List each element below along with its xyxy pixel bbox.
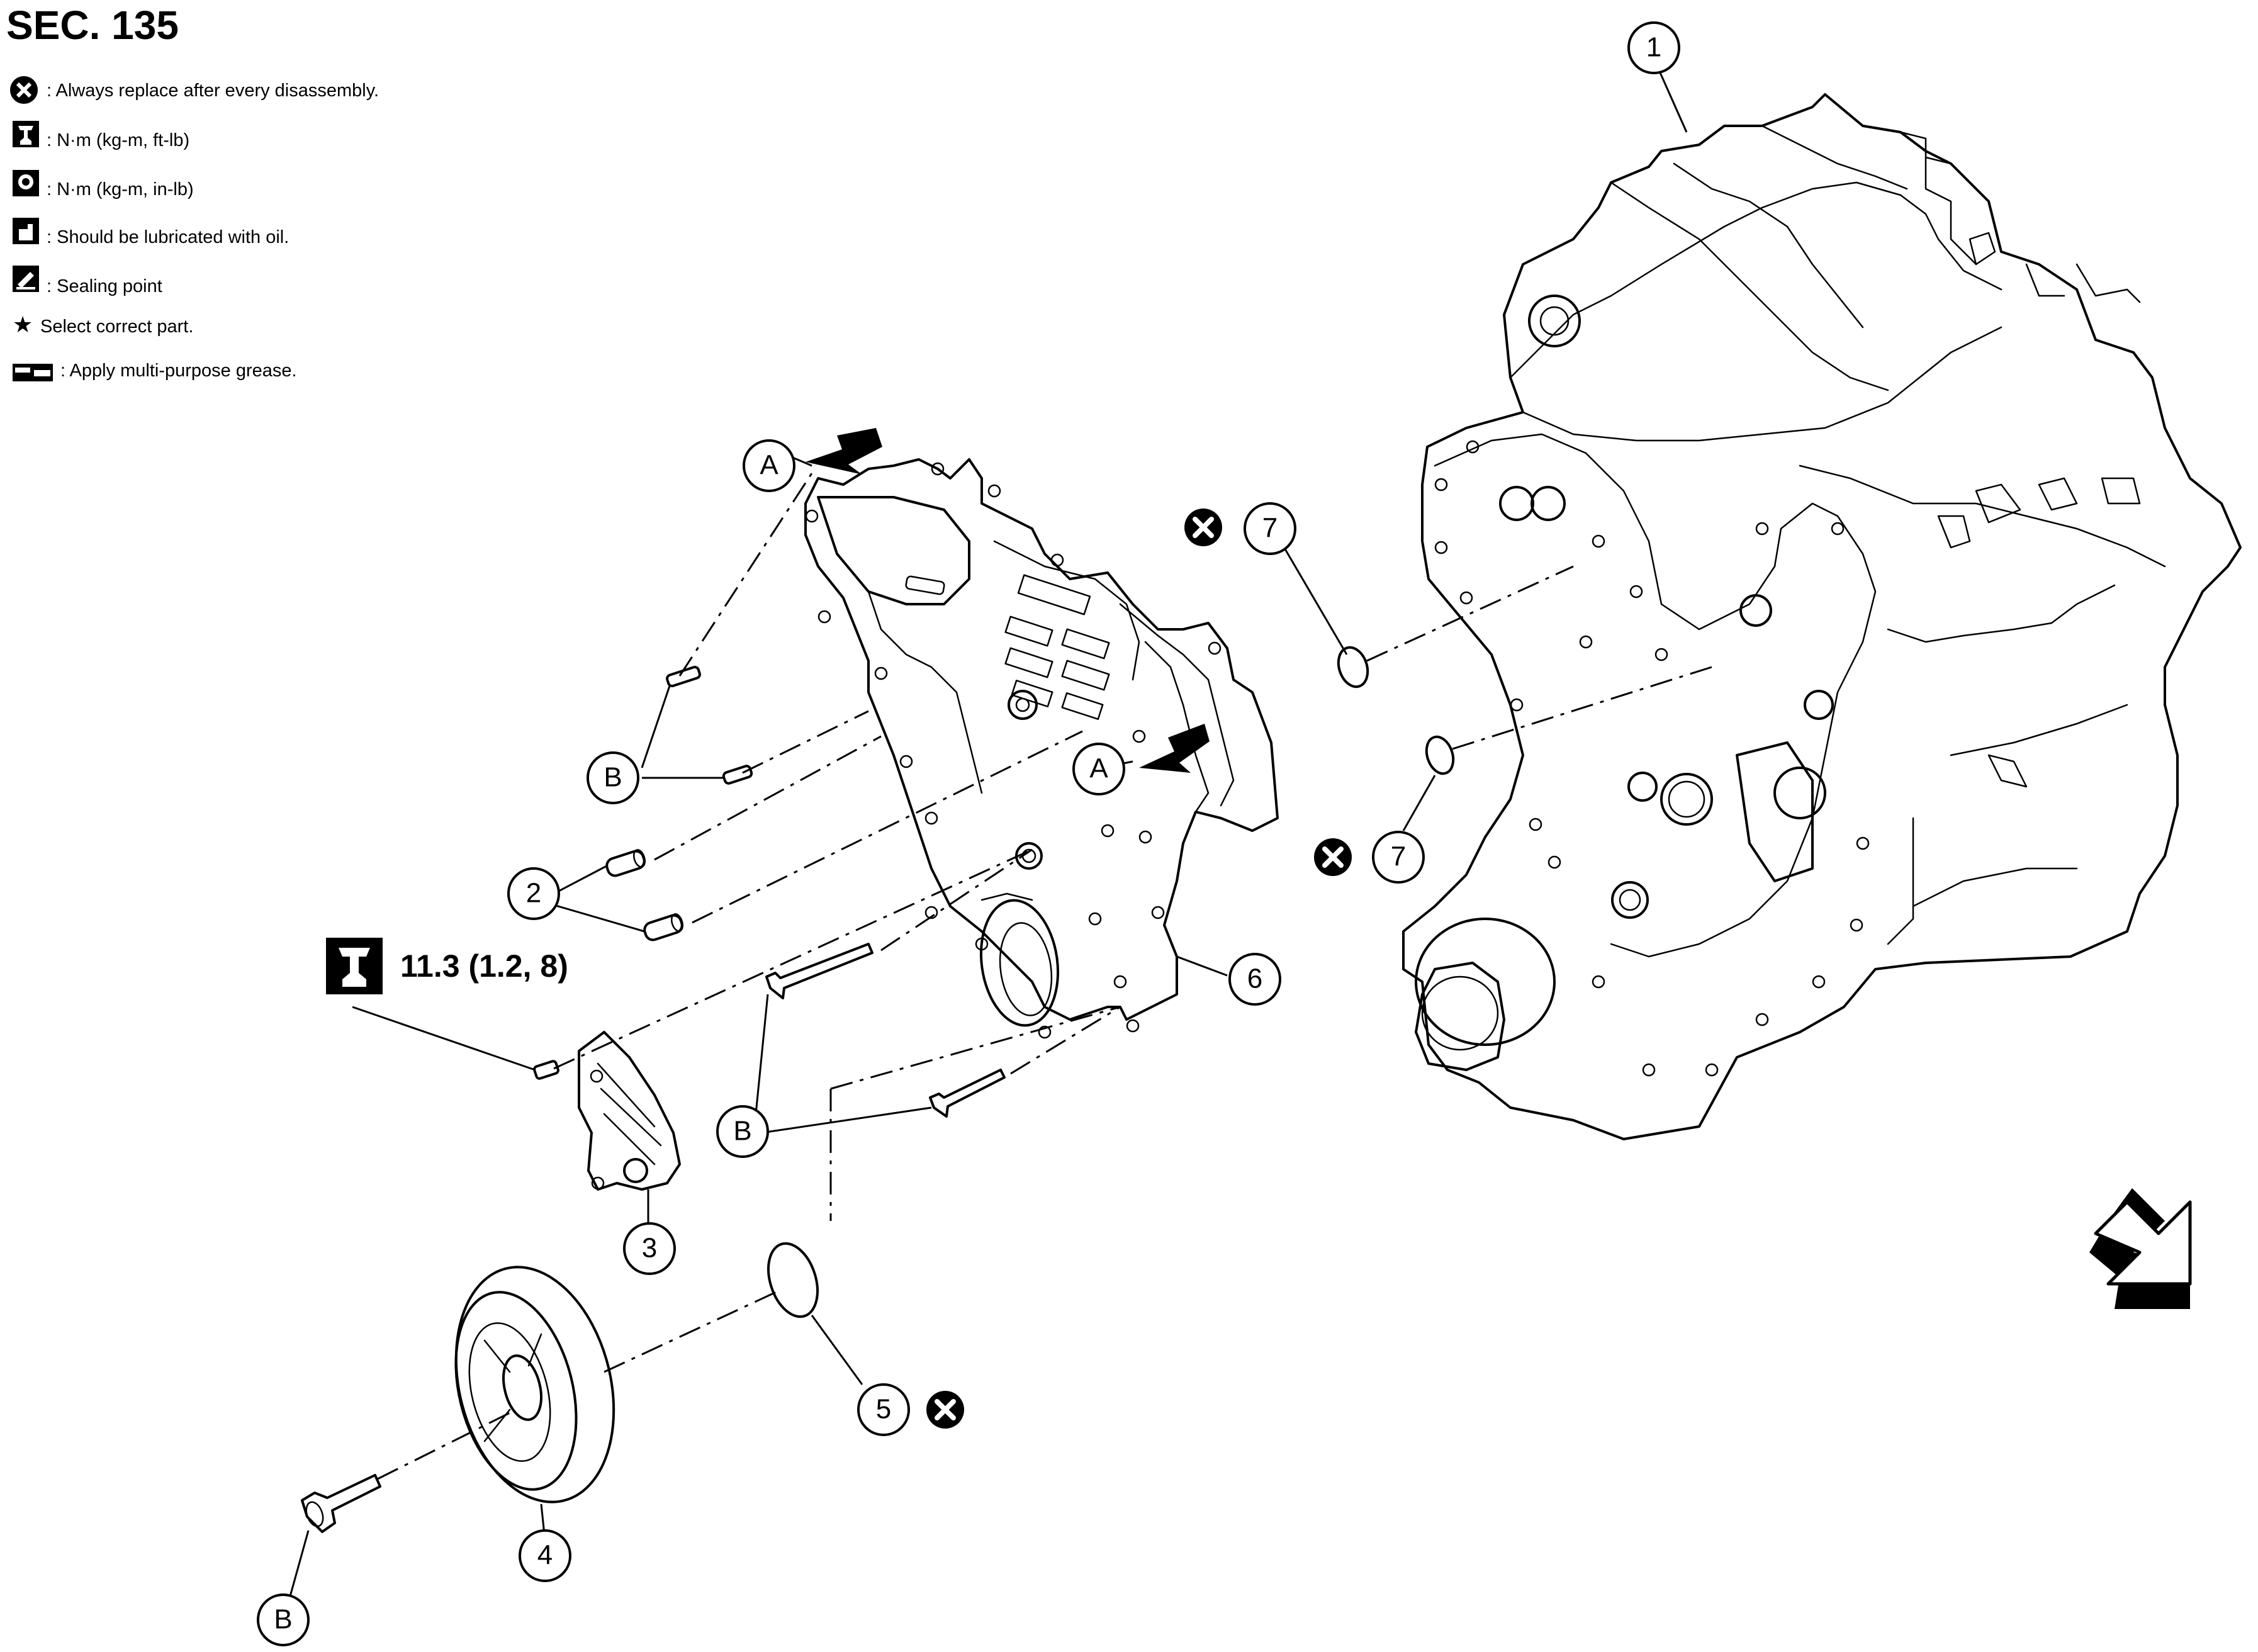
- torque-ftlb-icon: [13, 121, 39, 147]
- callout-a: A: [1072, 743, 1125, 795]
- legend-item-select-part: Select correct part.: [40, 317, 193, 337]
- callout-b: B: [587, 751, 639, 804]
- svg-text:B: B: [733, 1116, 751, 1147]
- callout-6: 6: [1228, 953, 1281, 1006]
- torque-icon: [326, 938, 383, 994]
- legend: : Always replace after every disassembly…: [10, 76, 379, 381]
- dowel-pin: [605, 849, 646, 877]
- crankshaft-oil-seal: [767, 1242, 819, 1318]
- svg-text:6: 6: [1247, 964, 1262, 994]
- long-bolt: [765, 943, 873, 999]
- svg-text:3: 3: [642, 1233, 657, 1264]
- callout-5: 5: [857, 1383, 910, 1436]
- svg-text:B: B: [604, 762, 622, 793]
- section-title: SEC. 135: [6, 3, 179, 48]
- callout-b: B: [257, 1593, 310, 1646]
- svg-text:7: 7: [1262, 513, 1278, 544]
- svg-text:A: A: [1089, 753, 1108, 784]
- sealing-icon: [13, 266, 39, 292]
- engine-assembly: [1402, 93, 2242, 1140]
- torque-inlb-icon: [13, 170, 39, 196]
- front-direction-arrow-icon: [2089, 1188, 2192, 1309]
- svg-text:5: 5: [876, 1394, 891, 1425]
- crankshaft-pulley-bolt: [301, 1474, 381, 1533]
- replace-x-icon: [926, 1391, 964, 1429]
- crankshaft-pulley: [454, 1266, 615, 1503]
- callout-7: 7: [1244, 502, 1296, 555]
- replace-x-icon: [1314, 838, 1352, 876]
- grease-gun-icon: [13, 364, 53, 381]
- long-bolt: [929, 1069, 1006, 1118]
- cover-bolt-holes: [805, 462, 1222, 1039]
- callout-a: A: [743, 439, 795, 492]
- svg-text:7: 7: [1391, 841, 1406, 872]
- callout-1: 1: [1627, 21, 1680, 74]
- svg-text:2: 2: [526, 878, 541, 909]
- svg-text:1: 1: [1646, 32, 1661, 63]
- seal-arrow-icon: [806, 428, 882, 475]
- legend-item-sealing: : Sealing point: [47, 276, 162, 296]
- leader-lines: [288, 64, 1688, 1599]
- legend-item-torque-inlb: : N·m (kg-m, in-lb): [47, 179, 194, 199]
- svg-text:B: B: [274, 1604, 292, 1635]
- star-icon: ★: [13, 312, 33, 338]
- replace-x-icon: [1184, 509, 1222, 546]
- legend-item-replace: : Always replace after every disassembly…: [47, 81, 379, 101]
- svg-text:4: 4: [537, 1540, 553, 1571]
- o-ring: [1425, 735, 1455, 775]
- o-ring: [1337, 646, 1369, 688]
- callout-b: B: [716, 1105, 769, 1158]
- legend-item-grease: : Apply multi-purpose grease.: [60, 361, 297, 381]
- replace-x-icon: [10, 76, 38, 104]
- front-timing-chain-case: [804, 458, 1279, 1039]
- legend-item-torque-ftlb: : N·m (kg-m, ft-lb): [47, 130, 189, 150]
- assembly-guide-lines: [377, 473, 1712, 1480]
- oil-can-icon: [13, 218, 39, 244]
- short-bolt: [722, 765, 753, 785]
- legend-item-oil: : Should be lubricated with oil.: [47, 227, 289, 247]
- callout-3: 3: [623, 1222, 676, 1275]
- callout-2: 2: [507, 867, 560, 920]
- engine-bolt-holes: [1434, 440, 1870, 1077]
- seal-arrow-icon: [1139, 724, 1210, 773]
- svg-text:A: A: [760, 450, 778, 481]
- dowel-pin: [643, 913, 684, 941]
- idler-pulley-bracket: [533, 1031, 681, 1191]
- callout-4: 4: [519, 1529, 571, 1582]
- torque-spec: 11.3 (1.2, 8): [400, 948, 568, 984]
- callout-7: 7: [1372, 831, 1425, 884]
